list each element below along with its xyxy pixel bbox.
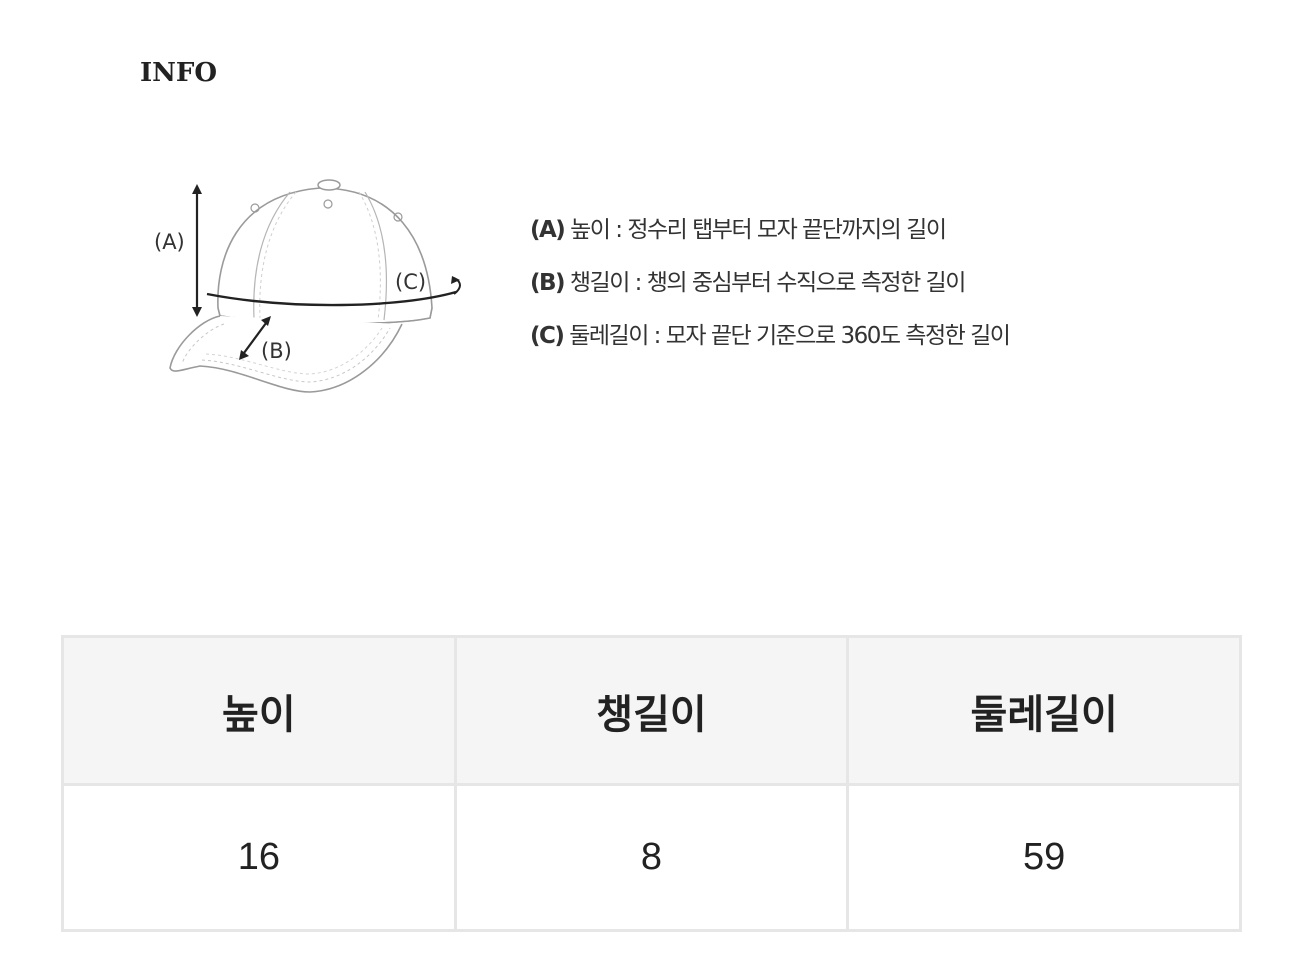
table-header-row: 높이 챙길이 둘레길이: [61, 635, 1242, 786]
measurement-legend: (A) 높이 : 정수리 탭부터 모자 끝단까지의 길이 (B) 챙길이 : 챙…: [530, 210, 1011, 369]
legend-key: (B): [530, 270, 566, 296]
legend-key: (A): [530, 217, 566, 243]
label-a: (A): [154, 230, 185, 254]
cell-height-value: 16: [61, 783, 457, 932]
table-row: 16 8 59: [61, 783, 1242, 932]
legend-item-brim: (B) 챙길이 : 챙의 중심부터 수직으로 측정한 길이: [530, 263, 1009, 316]
column-header-brim-length: 챙길이: [453, 635, 850, 786]
legend-key: (C): [530, 323, 565, 349]
legend-text: 높이 : 정수리 탭부터 모자 끝단까지의 길이: [564, 217, 947, 243]
cell-circumference-value: 59: [846, 783, 1242, 932]
legend-item-height: (A) 높이 : 정수리 탭부터 모자 끝단까지의 길이: [530, 210, 1009, 263]
info-title: INFO: [140, 58, 218, 88]
circumference-line: [206, 290, 457, 307]
cap-button: [317, 179, 341, 191]
column-header-height: 높이: [61, 635, 457, 786]
legend-text: 둘레길이 : 모자 끝단 기준으로 360도 측정한 길이: [563, 323, 1011, 349]
label-c: (C): [395, 270, 426, 294]
brim-arrow: [240, 318, 270, 358]
size-table: 높이 챙길이 둘레길이 16 8 59: [61, 635, 1242, 932]
column-header-circumference: 둘레길이: [846, 635, 1242, 786]
legend-text: 챙길이 : 챙의 중심부터 수직으로 측정한 길이: [564, 270, 967, 296]
cap-illustration: (A) (C) (B): [154, 179, 461, 393]
legend-item-circumference: (C) 둘레길이 : 모자 끝단 기준으로 360도 측정한 길이: [530, 316, 1011, 369]
cell-brim-length-value: 8: [453, 783, 850, 932]
label-b: (B): [261, 339, 292, 363]
cap-measurement-diagram: (A) (C) (B): [140, 170, 480, 410]
